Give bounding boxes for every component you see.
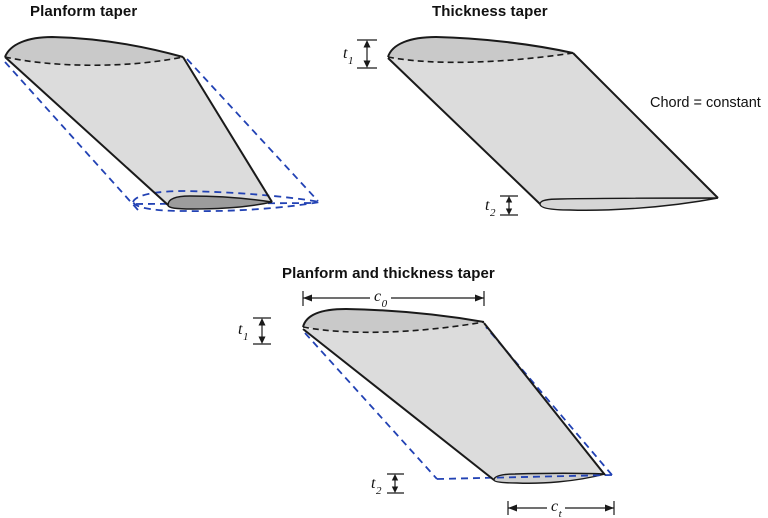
leading-edge: [4, 56, 169, 206]
root-airfoil-upper-curve: [4, 35, 184, 58]
planform-taper-title: Planform taper: [30, 3, 138, 20]
planform-taper-figure: [4, 35, 321, 213]
t2-dimension-arrow: [387, 473, 404, 494]
root-airfoil-top-face: [388, 37, 573, 63]
wing-edges: [387, 35, 719, 205]
thickness-taper-figure: [357, 35, 719, 216]
ct-sub: t: [558, 508, 562, 518]
t2-sub: 2: [489, 207, 496, 220]
t2-label-thickness: t2: [485, 197, 495, 219]
root-camber-dashed-line: [302, 321, 485, 334]
root-airfoil-top-face: [303, 309, 484, 333]
ct-base: c: [551, 498, 559, 515]
dashed-leading-edge: [4, 61, 139, 211]
wing-surface: [388, 53, 718, 204]
trailing-edge: [182, 56, 273, 203]
t1-dimension-arrow: [253, 317, 271, 345]
c0-label: c0: [370, 288, 391, 310]
tip-airfoil: [539, 197, 719, 211]
t2-base: t: [371, 475, 376, 492]
dashed-trailing-edge: [186, 58, 319, 202]
leading-edge: [387, 57, 541, 205]
t1-base: t: [343, 45, 348, 62]
t1-label-thickness: t1: [343, 45, 353, 67]
wing-surface: [303, 323, 605, 480]
root-airfoil-upper-curve: [387, 35, 574, 58]
t2-base: t: [485, 197, 490, 214]
combined-taper-figure: [253, 291, 615, 515]
t1-dimension-arrow: [357, 39, 377, 69]
root-camber-dashed-line: [387, 52, 574, 64]
tip-airfoil: [493, 472, 606, 484]
t1-sub: 1: [242, 331, 249, 344]
c0-dimension-line: [302, 291, 485, 306]
c0-sub: 0: [381, 298, 388, 311]
c0-base: c: [374, 288, 382, 305]
root-airfoil-upper-curve: [302, 307, 485, 328]
t1-sub: 1: [347, 55, 354, 68]
leading-edge: [302, 328, 495, 481]
t1-label-combined: t1: [238, 321, 248, 343]
wing-edges: [302, 307, 606, 481]
wing-edges: [4, 35, 273, 206]
root-airfoil-top-face: [5, 37, 183, 66]
wing-surface: [5, 57, 272, 205]
chord-constant-note: Chord = constant: [650, 95, 761, 111]
dashed-tip-chord-line: [436, 474, 613, 480]
dashed-leading-edge: [304, 332, 438, 480]
t2-dimension-arrow: [500, 195, 518, 216]
thickness-taper-title: Thickness taper: [432, 3, 548, 20]
t2-sub: 2: [375, 485, 382, 498]
t2-label-combined: t2: [371, 475, 381, 497]
combined-taper-title: Planform and thickness taper: [282, 265, 495, 282]
ct-label: ct: [547, 498, 566, 518]
t1-base: t: [238, 321, 243, 338]
trailing-edge: [572, 52, 719, 199]
trailing-edge: [483, 322, 606, 476]
